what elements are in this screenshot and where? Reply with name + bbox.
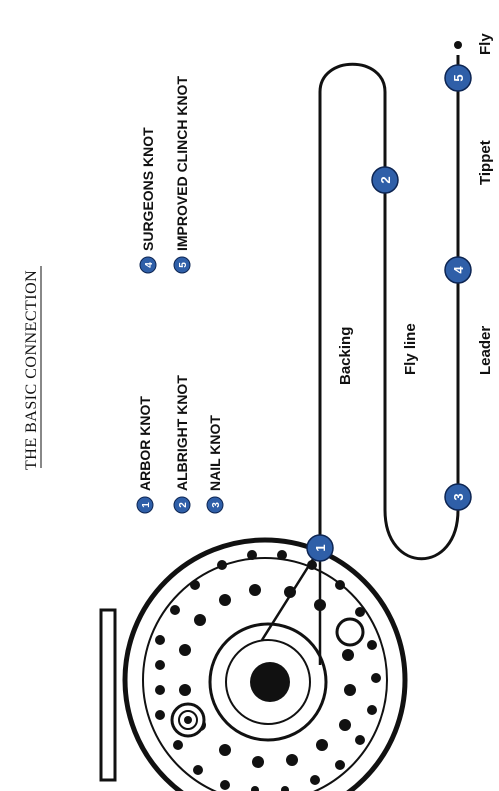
svg-text:3: 3 [211, 502, 222, 508]
backing-wrap-line [260, 547, 322, 665]
legend-item-surgeons-knot: 4 SURGEONS KNOT [139, 127, 157, 274]
svg-text:2: 2 [378, 176, 393, 183]
label-fly-line: Fly line [402, 323, 419, 375]
legend-item-albright-knot: 2 ALBRIGHT KNOT [173, 375, 191, 514]
diagram-title: THE BASIC CONNECTION [23, 270, 40, 470]
reel-foot [99, 608, 117, 782]
svg-text:5: 5 [178, 262, 189, 268]
legend-item-nail-knot: 3 NAIL KNOT [206, 415, 224, 514]
svg-text:1: 1 [313, 544, 328, 551]
svg-text:NAIL KNOT: NAIL KNOT [207, 415, 223, 491]
fly-tip [454, 41, 462, 49]
reel-hub [250, 662, 290, 702]
label-leader: Leader [477, 326, 494, 375]
svg-text:4: 4 [451, 266, 466, 274]
reel-inner-ring [142, 557, 388, 791]
reel-handle [170, 702, 206, 738]
knot-marker-4: 4 [444, 256, 472, 284]
knot-marker-1: 1 [306, 534, 334, 562]
svg-text:IMPROVED CLINCH KNOT: IMPROVED CLINCH KNOT [174, 76, 190, 251]
label-backing: Backing [337, 327, 354, 385]
svg-text:SURGEONS KNOT: SURGEONS KNOT [140, 127, 156, 251]
knot-marker-2: 2 [371, 166, 399, 194]
reel-hole [335, 617, 365, 647]
reel-spool-inner [225, 639, 311, 725]
svg-text:3: 3 [451, 493, 466, 500]
svg-text:ARBOR KNOT: ARBOR KNOT [137, 396, 153, 491]
label-fly: Fly [477, 33, 494, 55]
reel-ports [155, 550, 381, 791]
legend-item-improved-clinch-knot: 5 IMPROVED CLINCH KNOT [173, 76, 191, 274]
svg-text:5: 5 [451, 74, 466, 81]
line-path [318, 55, 460, 561]
svg-text:4: 4 [144, 262, 155, 268]
legend: 1 ARBOR KNOT 2 ALBRIGHT KNOT 3 NAIL KNOT… [136, 76, 224, 514]
svg-text:ALBRIGHT KNOT: ALBRIGHT KNOT [174, 375, 190, 491]
legend-item-arbor-knot: 1 ARBOR KNOT [136, 396, 154, 514]
label-tippet: Tippet [477, 140, 494, 185]
knot-marker-3: 3 [444, 483, 472, 511]
svg-text:1: 1 [141, 502, 152, 508]
knot-marker-5: 5 [444, 64, 472, 92]
svg-text:2: 2 [178, 502, 189, 508]
fly-reel [99, 537, 408, 791]
